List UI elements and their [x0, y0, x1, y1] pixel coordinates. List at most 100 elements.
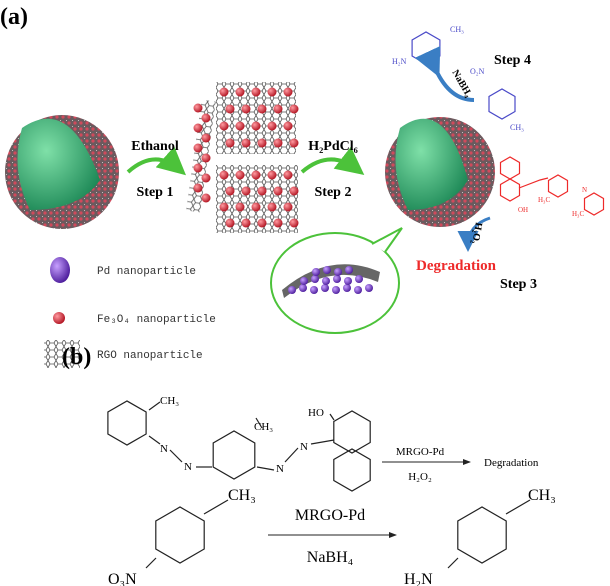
azo-n: N	[582, 186, 587, 194]
nanoparticle	[193, 123, 203, 133]
nanoparticle	[257, 218, 267, 228]
legend: Pd nanoparticle Fe₃O₄ nanoparticle RGO n…	[44, 257, 216, 368]
nanoparticle	[241, 218, 251, 228]
step1-reagent: Ethanol	[131, 139, 179, 154]
nanoparticle	[251, 121, 261, 131]
b-ch3-a: CH₃	[160, 395, 179, 407]
b-ch3-b: CH₃	[254, 421, 273, 433]
left-core-shell-sphere	[5, 115, 119, 229]
nanoparticle	[235, 87, 245, 97]
step3-arrow	[457, 216, 491, 252]
azo-dye-molecule	[499, 156, 605, 216]
reaction1-product: Degradation	[484, 457, 539, 469]
nanoparticle	[365, 284, 373, 292]
nanoparticle	[193, 163, 203, 173]
nanoparticle	[310, 286, 318, 294]
pd-legend-icon	[50, 257, 70, 283]
nanoparticle	[299, 284, 307, 292]
nanoparticle	[267, 170, 277, 180]
nanoparticle	[201, 133, 211, 143]
right-core-shell-sphere	[385, 117, 495, 227]
nanoparticle	[257, 138, 267, 148]
reaction2-catalyst: MRGO-Pd	[295, 507, 365, 524]
nanoparticle	[273, 138, 283, 148]
nitrotoluene-structure	[145, 499, 229, 569]
nanoparticle	[225, 104, 235, 114]
b-n1: N	[160, 443, 168, 455]
nanoparticle	[241, 138, 251, 148]
nanoparticle	[235, 121, 245, 131]
nanoparticle	[225, 186, 235, 196]
nanoparticle	[344, 277, 352, 285]
b-ho: HO	[308, 407, 324, 419]
nanoparticle	[283, 87, 293, 97]
rgo-fe3o4-sheets	[186, 82, 299, 233]
b-n4: N	[300, 441, 308, 453]
legend-rgo-label: RGO nanoparticle	[97, 350, 203, 362]
nanoparticle	[322, 277, 330, 285]
nanoparticle	[354, 286, 362, 294]
nitro-molecule	[488, 88, 516, 120]
nanoparticle	[283, 170, 293, 180]
nanoparticle	[273, 186, 283, 196]
b-reactant-group: O₃N	[108, 571, 137, 586]
nanoparticle	[201, 113, 211, 123]
step2-label: Step 2	[315, 185, 352, 200]
toluidine-structure	[447, 499, 531, 569]
b-product-group: H₂N	[404, 571, 433, 586]
nanoparticle	[267, 121, 277, 131]
step4-arrow	[414, 45, 475, 102]
nanoparticle	[235, 202, 245, 212]
nanoparticle	[201, 173, 211, 183]
nanoparticle	[288, 286, 296, 294]
nanoparticle	[283, 121, 293, 131]
reaction2-reagent: NaBH₄	[307, 549, 354, 566]
nitro-ch3: CH₃	[510, 123, 524, 132]
nitro-no2: O₂N	[470, 67, 485, 76]
nanoparticle	[219, 87, 229, 97]
panel-b-label: (b)	[62, 344, 91, 370]
nanoparticle	[193, 183, 203, 193]
b-reactant-ch3: CH₃	[228, 487, 256, 504]
nanoparticle	[251, 170, 261, 180]
nanoparticle	[333, 275, 341, 283]
nanoparticle	[289, 138, 299, 148]
nanoparticle	[343, 284, 351, 292]
pd-zoom-bubble	[270, 227, 403, 334]
amine-nh2: H₂N	[392, 57, 407, 66]
nanoparticle	[300, 277, 308, 285]
nanoparticle	[193, 143, 203, 153]
nanoparticle	[257, 186, 267, 196]
nanoparticle	[201, 193, 211, 203]
nanoparticle	[219, 202, 229, 212]
nanoparticle	[273, 104, 283, 114]
panel-a-label: (a)	[0, 4, 28, 30]
step4-label: Step 4	[494, 53, 531, 68]
nanoparticle	[241, 104, 251, 114]
rgo-legend-icon	[44, 340, 80, 368]
step3-reagent: H₂O₂	[469, 221, 484, 244]
legend-pd-label: Pd nanoparticle	[97, 266, 196, 278]
nanoparticle	[267, 202, 277, 212]
step1-arrow	[126, 146, 187, 176]
nanoparticle	[225, 138, 235, 148]
nanoparticle	[283, 202, 293, 212]
nanoparticle	[323, 266, 331, 274]
nanoparticle	[267, 87, 277, 97]
reaction1-catalyst: MRGO-Pd	[396, 446, 445, 458]
nanoparticle	[289, 218, 299, 228]
nanoparticle	[332, 286, 340, 294]
nanoparticle	[193, 103, 203, 113]
azo-ch3-a: H₃C	[538, 196, 550, 204]
nanoparticle	[257, 104, 267, 114]
nanoparticle	[235, 170, 245, 180]
nanoparticle	[225, 218, 235, 228]
nanoparticle	[311, 275, 319, 283]
legend-fe3o4-label: Fe₃O₄ nanoparticle	[97, 314, 216, 326]
nanoparticle	[273, 218, 283, 228]
fe3o4-legend-icon	[53, 312, 65, 324]
step1-label: Step 1	[137, 185, 174, 200]
sudan-dye-structure	[107, 400, 371, 492]
step2-reagent: H₂PdCl₆	[308, 139, 358, 154]
